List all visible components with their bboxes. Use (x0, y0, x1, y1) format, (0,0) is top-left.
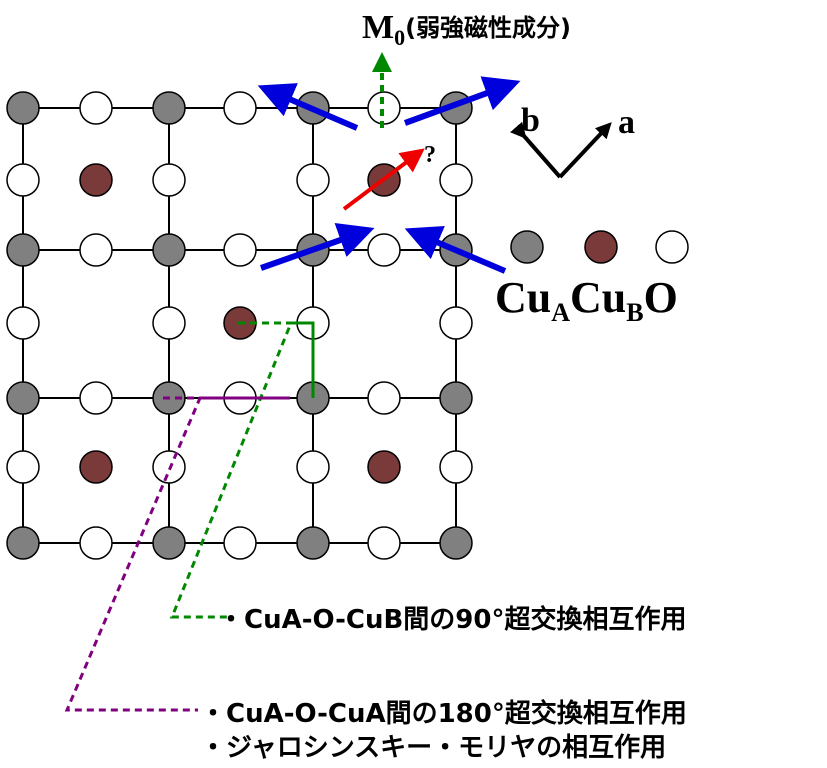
axes-indicator-lines (510, 121, 562, 179)
atom-oxygen (79, 526, 113, 560)
atom-cuA (152, 233, 186, 267)
atom-cuA (6, 233, 40, 267)
annotation-180-exchange: ・CuA-O-CuA間の180°超交換相互作用 (200, 698, 687, 729)
legend-formula: CuACuBO (495, 273, 678, 327)
atom-oxygen (439, 306, 473, 340)
question-mark: ? (424, 142, 436, 168)
axis-a-arrow (558, 122, 612, 179)
atom-cuA (6, 91, 40, 125)
atom-oxygen (79, 233, 113, 267)
atom-oxygen (6, 450, 40, 484)
atom-oxygen (223, 526, 257, 560)
atom-cuB (367, 450, 401, 484)
atom-cuA (6, 526, 40, 560)
atom-oxygen (152, 163, 186, 197)
atom-oxygen (367, 91, 401, 125)
exchange-path-180 (64, 396, 290, 712)
atom-oxygen (152, 306, 186, 340)
atom-oxygen (439, 163, 473, 197)
atom-cuA (439, 381, 473, 415)
atom-oxygen (367, 233, 401, 267)
m0-label: M0(弱強磁性成分) (362, 9, 571, 50)
annotation-90-exchange: ・CuA-O-CuB間の90°超交換相互作用 (218, 604, 686, 635)
spin-arrow-upper-right (403, 76, 521, 126)
legend-atom-oxygen (655, 230, 689, 264)
atom-oxygen (367, 526, 401, 560)
atom-oxygen (439, 450, 473, 484)
spin-arrow-unknown (342, 148, 425, 211)
atom-oxygen (79, 381, 113, 415)
axis-b-label: b (521, 102, 540, 139)
exchange-path-90 (169, 321, 315, 619)
spin-arrow-lower-right (404, 225, 507, 274)
lattice-atoms (6, 91, 473, 560)
atom-oxygen (6, 163, 40, 197)
legend-atom-cuA (510, 230, 544, 264)
atom-oxygen (223, 91, 257, 125)
atom-oxygen (6, 306, 40, 340)
atom-cuB (79, 450, 113, 484)
annotation-dm-interaction: ・ジャロシンスキー・モリヤの相互作用 (200, 733, 666, 763)
atom-cuA (296, 526, 330, 560)
atom-cuA (439, 526, 473, 560)
atom-cuA (152, 91, 186, 125)
atom-oxygen (296, 163, 330, 197)
atom-oxygen (296, 450, 330, 484)
atom-oxygen (79, 91, 113, 125)
atom-cuA (6, 381, 40, 415)
axis-a-label: a (618, 104, 635, 141)
atom-cuB (79, 163, 113, 197)
atom-oxygen (223, 233, 257, 267)
atom-oxygen (367, 381, 401, 415)
spin-arrow-upper-left (257, 83, 359, 131)
legend-atom-cuB (584, 230, 618, 264)
atom-cuA (152, 526, 186, 560)
spin-arrow-lower-left (260, 222, 375, 271)
